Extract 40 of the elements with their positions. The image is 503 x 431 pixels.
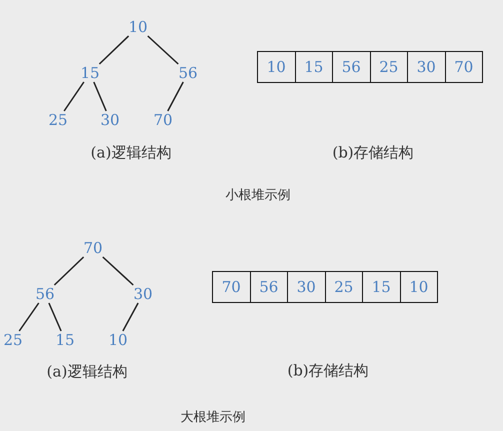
sub-caption: (b)存储结构 xyxy=(332,144,414,162)
tree-edge xyxy=(48,302,62,332)
tree-edge xyxy=(18,302,40,332)
tree-edge xyxy=(93,82,107,112)
array-cell: 25 xyxy=(370,51,408,83)
array-cell: 56 xyxy=(332,51,370,83)
tree-edge xyxy=(98,35,130,65)
tree-node-number: 10 xyxy=(107,331,129,349)
tree-node-number: 30 xyxy=(99,111,121,129)
array-cell: 56 xyxy=(250,271,288,303)
figure-caption: 小根堆示例 xyxy=(226,187,290,204)
tree-node-number: 56 xyxy=(177,64,199,82)
array-cell: 15 xyxy=(362,271,400,303)
tree-node-number: 10 xyxy=(127,18,149,36)
array-cell: 10 xyxy=(400,271,438,303)
tree-edge xyxy=(54,256,84,286)
tree-edge xyxy=(102,256,134,286)
tree-node-number: 25 xyxy=(2,331,24,349)
tree-edge xyxy=(122,302,139,332)
tree-node-number: 70 xyxy=(152,111,174,129)
array-cell: 70 xyxy=(212,271,250,303)
array-cell: 30 xyxy=(287,271,326,303)
tree-edge xyxy=(147,35,179,65)
array-cell: 15 xyxy=(294,51,333,83)
tree-edge xyxy=(64,82,84,112)
tree-node-number: 56 xyxy=(34,285,56,303)
tree-node-number: 15 xyxy=(54,331,76,349)
tree-edge xyxy=(167,82,184,112)
array-cell: 70 xyxy=(444,51,483,83)
sub-caption: (a)逻辑结构 xyxy=(46,362,128,382)
figure-caption: 大根堆示例 xyxy=(180,409,246,426)
array-cell: 30 xyxy=(407,51,446,83)
sub-caption: (a)逻辑结构 xyxy=(90,144,172,162)
array-cell: 25 xyxy=(324,271,363,303)
array-cell: 10 xyxy=(257,51,296,83)
sub-caption: (b)存储结构 xyxy=(287,362,369,380)
tree-node-number: 15 xyxy=(79,64,101,82)
tree-node-number: 25 xyxy=(47,111,69,129)
tree-node-number: 70 xyxy=(82,239,104,257)
tree-node-number: 30 xyxy=(132,285,154,303)
